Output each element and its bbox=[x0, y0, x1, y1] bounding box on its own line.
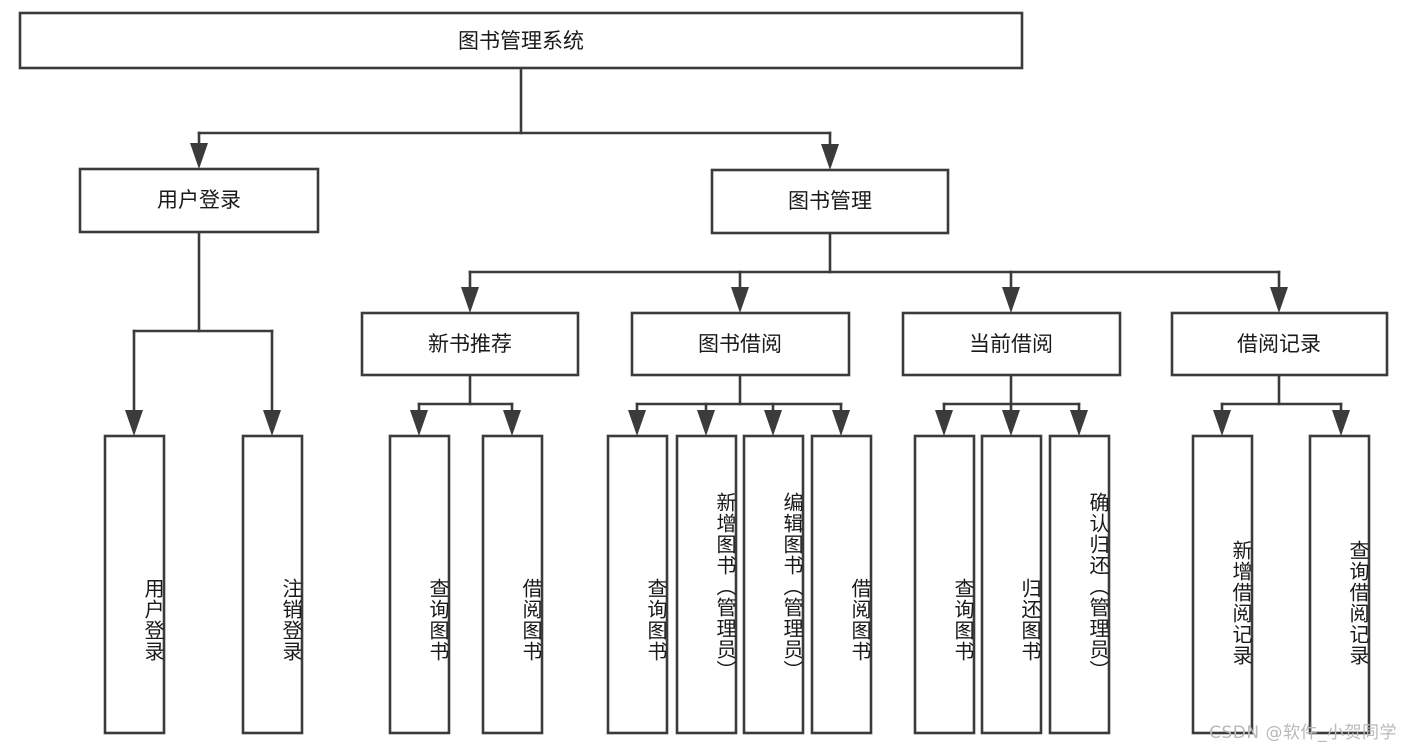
node-borrow-record[interactable]: 借阅记录 bbox=[1170, 311, 1389, 377]
node-new-book-recommend[interactable]: 新书推荐 bbox=[360, 311, 580, 377]
arrowhead-leaf-record-add bbox=[1213, 410, 1231, 436]
arrowhead-new-book-recommend bbox=[461, 287, 479, 313]
arrowhead-leaf-borrow-query-book bbox=[628, 410, 646, 436]
leaf-borrow-borrow-book-box[interactable] bbox=[810, 434, 873, 735]
leaf-rec-query-book-box[interactable] bbox=[388, 434, 451, 735]
leaf-user-logout-box[interactable] bbox=[241, 434, 304, 735]
node-current-borrow[interactable]: 当前借阅 bbox=[901, 311, 1122, 377]
arrowhead-leaf-current-return-book bbox=[1002, 410, 1020, 436]
connector-group-book-borrow bbox=[628, 373, 850, 436]
arrowhead-leaf-current-query-book bbox=[935, 410, 953, 436]
arrowhead-leaf-user-logout bbox=[263, 410, 281, 436]
node-root-label: 图书管理系统 bbox=[458, 29, 584, 53]
leaf-boxes bbox=[103, 434, 1371, 735]
csdn-watermark: CSDN @软件_小贺同学 bbox=[1209, 723, 1397, 743]
node-user-login-label: 用户登录 bbox=[157, 188, 241, 212]
arrowhead-leaf-borrow-borrow-book bbox=[832, 410, 850, 436]
node-borrow-record-box[interactable] bbox=[1170, 311, 1389, 377]
leaf-record-query-box[interactable] bbox=[1308, 434, 1371, 735]
node-book-manage[interactable]: 图书管理 bbox=[710, 168, 950, 235]
node-book-borrow[interactable]: 图书借阅 bbox=[630, 311, 851, 377]
node-current-borrow-box[interactable] bbox=[901, 311, 1122, 377]
node-book-manage-box[interactable] bbox=[710, 168, 950, 235]
leaf-current-confirm-return-box[interactable] bbox=[1048, 434, 1111, 735]
arrowhead-leaf-rec-query-book bbox=[410, 410, 428, 436]
connector-group-root bbox=[190, 66, 839, 170]
connector-group-new-book-recommend bbox=[410, 373, 521, 436]
arrowhead-leaf-current-confirm-return bbox=[1070, 410, 1088, 436]
node-new-book-recommend-label: 新书推荐 bbox=[428, 332, 512, 356]
arrowhead-leaf-record-query bbox=[1332, 410, 1350, 436]
arrowhead-book-manage bbox=[821, 144, 839, 170]
arrowhead-leaf-user-login bbox=[125, 410, 143, 436]
node-book-borrow-box[interactable] bbox=[630, 311, 851, 377]
leaf-current-query-book-box[interactable] bbox=[913, 434, 976, 735]
leaf-current-return-book-box[interactable] bbox=[980, 434, 1043, 735]
node-book-borrow-label: 图书借阅 bbox=[698, 332, 782, 356]
connector-group-user-login bbox=[125, 230, 281, 436]
node-user-login[interactable]: 用户登录 bbox=[78, 167, 320, 234]
node-root[interactable]: 图书管理系统 bbox=[18, 11, 1024, 70]
arrowhead-book-borrow bbox=[731, 287, 749, 313]
node-user-login-box[interactable] bbox=[78, 167, 320, 234]
arrowhead-leaf-borrow-add-book bbox=[697, 410, 715, 436]
arrowhead-user-login bbox=[190, 143, 208, 169]
leaf-borrow-edit-book-box[interactable] bbox=[742, 434, 805, 735]
leaf-rec-borrow-book-box[interactable] bbox=[481, 434, 544, 735]
node-new-book-recommend-box[interactable] bbox=[360, 311, 580, 377]
node-book-manage-label: 图书管理 bbox=[788, 189, 872, 213]
arrowhead-leaf-rec-borrow-book bbox=[503, 410, 521, 436]
leaf-borrow-query-book-box[interactable] bbox=[606, 434, 669, 735]
connector-group-current-borrow bbox=[935, 373, 1088, 436]
arrowhead-leaf-borrow-edit-book bbox=[764, 410, 782, 436]
leaf-record-add-box[interactable] bbox=[1191, 434, 1254, 735]
node-root-box[interactable] bbox=[18, 11, 1024, 70]
arrowhead-borrow-record bbox=[1270, 287, 1288, 313]
node-borrow-record-label: 借阅记录 bbox=[1237, 332, 1321, 356]
arrowhead-current-borrow bbox=[1002, 287, 1020, 313]
connector-group-borrow-record bbox=[1213, 373, 1350, 436]
node-current-borrow-label: 当前借阅 bbox=[969, 332, 1053, 356]
leaf-user-login-box[interactable] bbox=[103, 434, 166, 735]
connector-group-book-manage bbox=[461, 231, 1288, 313]
leaf-borrow-add-book-box[interactable] bbox=[675, 434, 738, 735]
